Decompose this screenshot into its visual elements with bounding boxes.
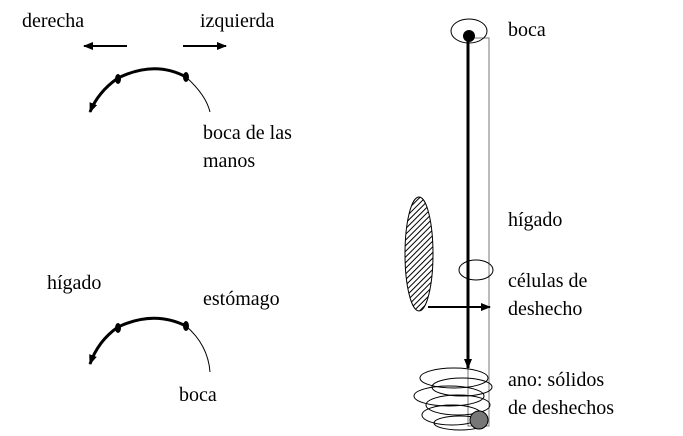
anus-label-line1: ano: sólidos	[508, 369, 605, 391]
solid-waste-dot	[469, 410, 489, 430]
hand-mouth-arc-bold	[88, 67, 187, 113]
hand-mouth-node-left	[115, 74, 121, 84]
stomach-diagram-liver-label: hígado	[47, 272, 102, 294]
digestive-tube-diagram	[404, 18, 494, 431]
stomach-node-right	[183, 321, 189, 331]
stomach-label: estómago	[203, 288, 280, 310]
stomach-diagram-mouth-label: boca	[179, 384, 217, 406]
tube-liver-label: hígado	[508, 209, 563, 231]
liver-shape	[404, 196, 434, 312]
hand-mouth-label-line2: manos	[203, 150, 256, 172]
anus-label-line2: de deshechos	[508, 397, 615, 419]
stomach-diagram	[88, 316, 211, 373]
waste-cell-ring	[458, 259, 494, 281]
right-direction-label: derecha	[22, 10, 85, 32]
hand-mouth-label-line1: boca de las	[203, 122, 292, 144]
stomach-arc-thin	[185, 325, 211, 373]
tube-outline	[467, 37, 490, 427]
left-direction-label: izquierda	[200, 10, 275, 32]
hand-mouth-node-right	[183, 72, 189, 82]
tube-mouth-label: boca	[508, 19, 546, 41]
hand-mouth-diagram	[83, 42, 227, 113]
waste-cells-label-line1: células de	[508, 270, 588, 292]
waste-cells-label-line2: deshecho	[508, 298, 583, 320]
stomach-arc-bold	[88, 316, 187, 365]
hand-mouth-arc-thin	[185, 76, 211, 113]
stomach-node-left	[115, 323, 121, 333]
